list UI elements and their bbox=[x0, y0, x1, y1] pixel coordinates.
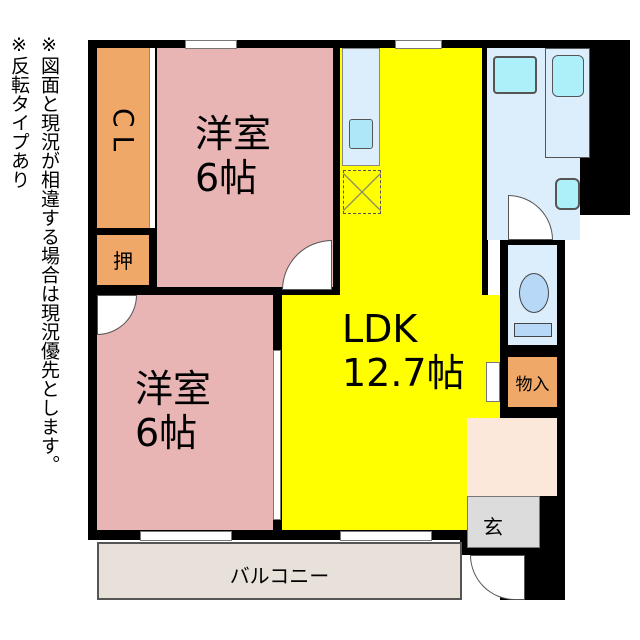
entrance: 玄 bbox=[467, 496, 540, 548]
window bbox=[395, 40, 442, 49]
ldk-name: LDK bbox=[342, 307, 418, 351]
hallway bbox=[467, 418, 557, 496]
ldk: LDK 12.7帖 bbox=[282, 295, 500, 530]
closet: CL bbox=[97, 48, 149, 228]
toilet-tank-icon bbox=[514, 323, 552, 337]
bathtub-icon bbox=[552, 55, 584, 97]
closet-label: CL bbox=[107, 108, 140, 160]
window bbox=[185, 40, 237, 49]
balcony: バルコニー bbox=[97, 542, 462, 600]
range-hood-icon bbox=[343, 170, 381, 214]
kitchen-counter bbox=[342, 48, 380, 166]
western-room-2: 洋室 6帖 bbox=[97, 295, 273, 530]
ldk-size: 12.7帖 bbox=[342, 351, 465, 395]
front-door[interactable] bbox=[470, 555, 525, 600]
window bbox=[140, 531, 232, 541]
storage-doors[interactable] bbox=[486, 362, 500, 402]
balcony-label: バルコニー bbox=[229, 564, 330, 588]
toilet-icon bbox=[519, 273, 549, 313]
washbasin-icon bbox=[493, 56, 537, 94]
sliding-door[interactable] bbox=[273, 350, 281, 520]
sink-icon bbox=[349, 119, 373, 149]
western-room-2-size: 6帖 bbox=[135, 411, 198, 455]
reverse-type-note: ※反転タイプあり bbox=[8, 34, 30, 189]
oshiire: 押 bbox=[97, 235, 149, 285]
western-room-2-name: 洋室 bbox=[135, 367, 212, 411]
washing-machine-icon bbox=[555, 178, 580, 210]
storage-label: 物入 bbox=[515, 375, 550, 395]
window bbox=[340, 531, 432, 541]
western-room-1-name: 洋室 bbox=[195, 112, 272, 156]
closet-doors[interactable] bbox=[149, 48, 155, 228]
western-room-1-size: 6帖 bbox=[195, 156, 258, 200]
storage: 物入 bbox=[508, 357, 557, 407]
oshiire-label: 押 bbox=[113, 249, 133, 273]
bathroom bbox=[545, 48, 590, 158]
entrance-label: 玄 bbox=[483, 515, 503, 539]
disclaimer-note: ※図面と現況が相違する場合は現況優先とします。 bbox=[38, 34, 60, 474]
toilet-room bbox=[508, 245, 557, 345]
